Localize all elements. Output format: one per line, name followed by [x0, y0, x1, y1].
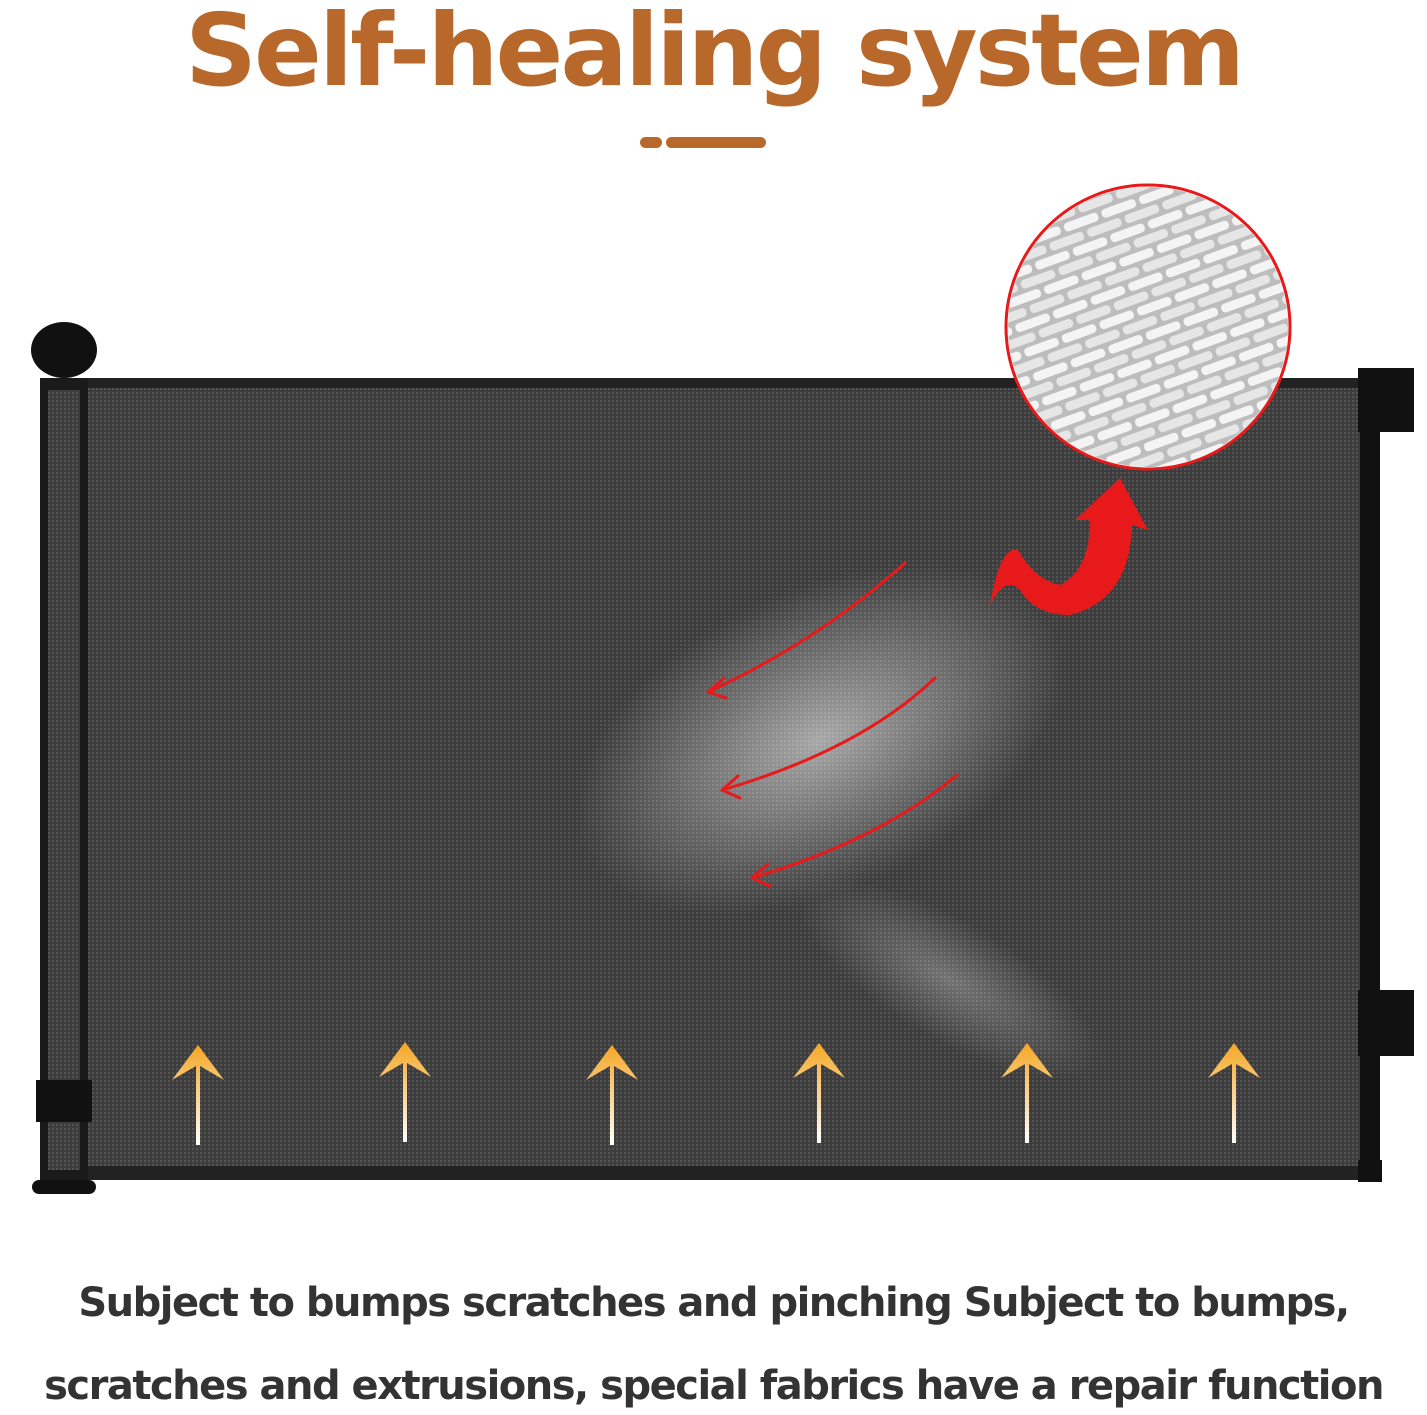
- up-arrow-icon: [1208, 1043, 1260, 1143]
- title-underline-short: [640, 137, 662, 148]
- zoom-arrow-icon: [990, 478, 1148, 615]
- caption-line-2: scratches and extrusions, special fabric…: [44, 1363, 1384, 1409]
- up-arrow-icon: [1001, 1043, 1053, 1143]
- gate-illustration: [31, 183, 1414, 1194]
- right-post: [1358, 368, 1414, 1182]
- red-stretch-arrows: [706, 561, 959, 888]
- up-arrow-icon: [172, 1045, 224, 1145]
- fabric-zoom-circle: [1004, 183, 1292, 471]
- left-post: [31, 322, 97, 1194]
- caption-line-1: Subject to bumps scratches and pinching …: [78, 1280, 1350, 1326]
- title-underline-long: [666, 137, 766, 148]
- up-arrow-icon: [793, 1043, 845, 1143]
- upward-arrows: [172, 1042, 1260, 1145]
- page-title: Self-healing system: [184, 0, 1245, 109]
- up-arrow-icon: [586, 1045, 638, 1145]
- stretch-blur: [575, 565, 1065, 915]
- up-arrow-icon: [379, 1042, 431, 1142]
